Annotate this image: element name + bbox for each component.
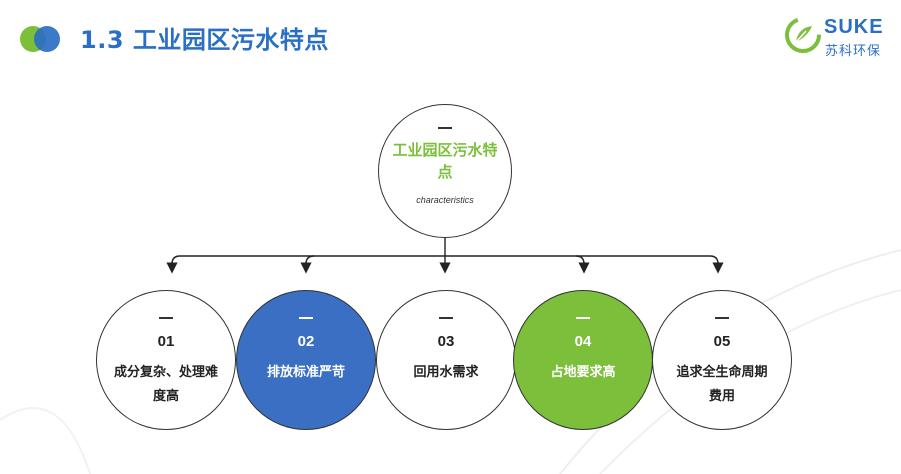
root-dash	[438, 127, 452, 129]
node-label: 占地要求高	[550, 365, 616, 380]
suke-leaf-icon	[785, 17, 821, 53]
node-03: 03 回用水需求	[376, 290, 516, 430]
node-number: 04	[574, 333, 592, 350]
node-number: 02	[297, 333, 315, 350]
root-node: 工业园区污水特点 characteristics	[378, 104, 512, 238]
root-title: 工业园区污水特点	[392, 141, 498, 181]
node-label: 回用水需求	[413, 365, 479, 380]
node-dash	[299, 317, 313, 319]
page-title: 1.3 工业园区污水特点	[80, 26, 329, 54]
node-02: 02 排放标准严苛	[236, 290, 376, 430]
node-label: 成分复杂、处理难度高	[113, 365, 218, 404]
node-04: 04 占地要求高	[513, 290, 653, 430]
header-dots-icon	[20, 26, 72, 52]
node-01: 01 成分复杂、处理难度高	[96, 290, 236, 430]
node-number: 03	[437, 333, 455, 350]
node-label: 排放标准严苛	[266, 365, 345, 380]
node-dash	[576, 317, 590, 319]
node-dash	[159, 317, 173, 319]
root-subtitle: characteristics	[416, 195, 474, 205]
node-05: 05 追求全生命周期费用	[652, 290, 792, 430]
node-dash	[715, 317, 729, 319]
node-number: 01	[157, 333, 175, 350]
node-dash	[439, 317, 453, 319]
node-number: 05	[713, 333, 731, 350]
logo-text-en: SUKE	[824, 16, 884, 38]
node-label: 追求全生命周期费用	[676, 365, 768, 404]
logo-text-cn: 苏科环保	[825, 44, 882, 59]
company-logo: SUKE 苏科环保	[784, 14, 884, 59]
